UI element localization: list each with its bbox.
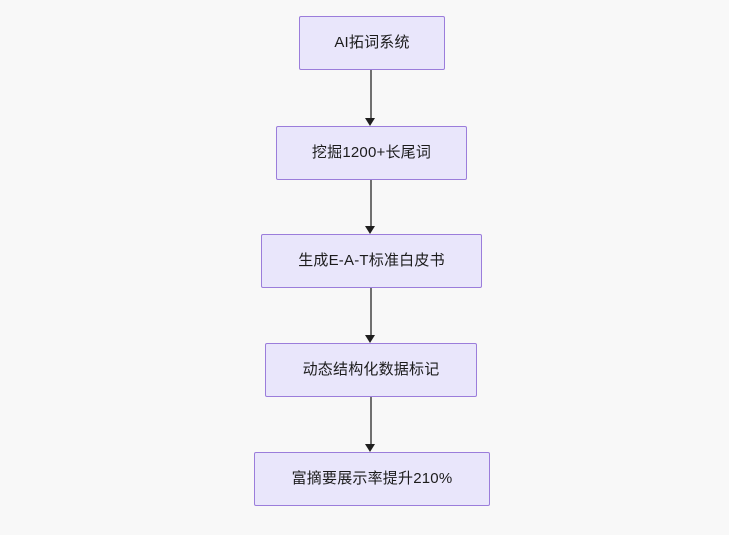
connector-arrowhead-2 — [365, 226, 375, 234]
flow-node-label: 生成E-A-T标准白皮书 — [298, 252, 445, 269]
flow-node-eat-whitepaper[interactable]: 生成E-A-T标准白皮书 — [261, 234, 482, 288]
connector-arrowhead-1 — [365, 118, 375, 126]
connector-line-1 — [370, 70, 372, 118]
connector-arrowhead-4 — [365, 444, 375, 452]
flow-node-label: 挖掘1200+长尾词 — [311, 144, 432, 161]
flow-node-label: 富摘要展示率提升210% — [291, 470, 453, 487]
connector-line-4 — [370, 397, 372, 444]
flow-node-structured-data-markup[interactable]: 动态结构化数据标记 — [265, 343, 477, 397]
connector-arrowhead-3 — [365, 335, 375, 343]
flow-node-label: 动态结构化数据标记 — [302, 361, 440, 378]
connector-line-2 — [370, 180, 372, 226]
flow-node-rich-snippet-result[interactable]: 富摘要展示率提升210% — [254, 452, 490, 506]
flow-node-longtail-mining[interactable]: 挖掘1200+长尾词 — [276, 126, 467, 180]
flow-node-label: AI拓词系统 — [334, 34, 410, 51]
flow-node-ai-keyword-system[interactable]: AI拓词系统 — [299, 16, 445, 70]
connector-line-3 — [370, 288, 372, 335]
